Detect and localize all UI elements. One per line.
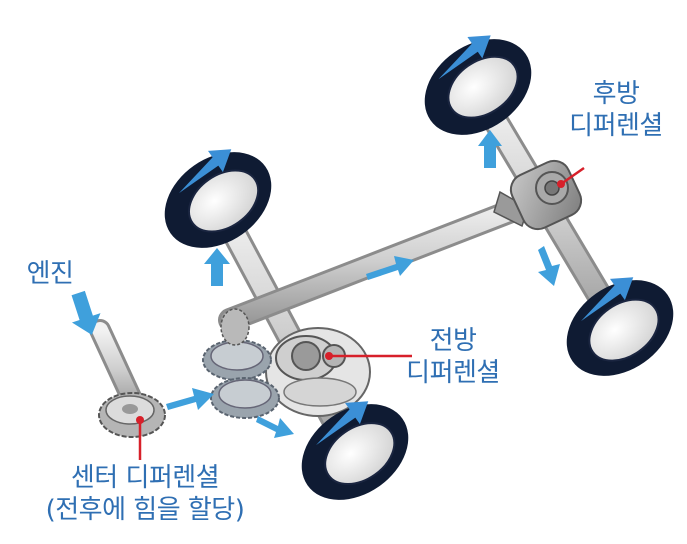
power-flow-arrows bbox=[71, 130, 560, 438]
center-differential-label: 센터 디퍼렌셜 (전후에 힘을 할당) bbox=[10, 462, 280, 526]
front-differential-label: 전방 디퍼렌셜 bbox=[378, 325, 528, 389]
arrow-engine-down bbox=[71, 290, 101, 335]
front-left-wheel bbox=[164, 149, 272, 248]
propeller-shaft bbox=[218, 188, 552, 332]
rear-differential-label-line2: 디퍼렌셜 bbox=[569, 111, 663, 141]
pointer-lines bbox=[136, 166, 585, 460]
center-differential bbox=[202, 308, 280, 419]
arrow-front-right-down bbox=[256, 416, 294, 438]
engine-gear bbox=[98, 392, 166, 438]
rear-differential-label: 후방 디퍼렌셜 bbox=[542, 78, 687, 142]
engine-label: 엔진 bbox=[10, 258, 90, 290]
center-differential-label-line2: (전후에 힘을 할당) bbox=[45, 495, 245, 525]
center-differential-label-line1: 센터 디퍼렌셜 bbox=[70, 463, 220, 493]
pointer-rear-diff bbox=[560, 166, 585, 186]
arrow-front-left-up bbox=[204, 248, 230, 286]
rear-differential bbox=[493, 159, 583, 231]
arrow-rear-up bbox=[478, 130, 502, 168]
rear-left-wheel bbox=[424, 35, 532, 135]
front-differential-label-line2: 디퍼렌셜 bbox=[406, 358, 500, 388]
front-differential-label-line1: 전방 bbox=[429, 326, 477, 356]
arrow-propeller bbox=[366, 256, 414, 280]
rear-right-wheel bbox=[566, 277, 674, 376]
rear-differential-label-line1: 후방 bbox=[592, 79, 640, 109]
arrow-engine-to-center bbox=[166, 388, 214, 410]
arrow-rear-down bbox=[538, 246, 560, 286]
engine-label-text: 엔진 bbox=[26, 259, 74, 289]
front-right-wheel bbox=[301, 401, 409, 500]
